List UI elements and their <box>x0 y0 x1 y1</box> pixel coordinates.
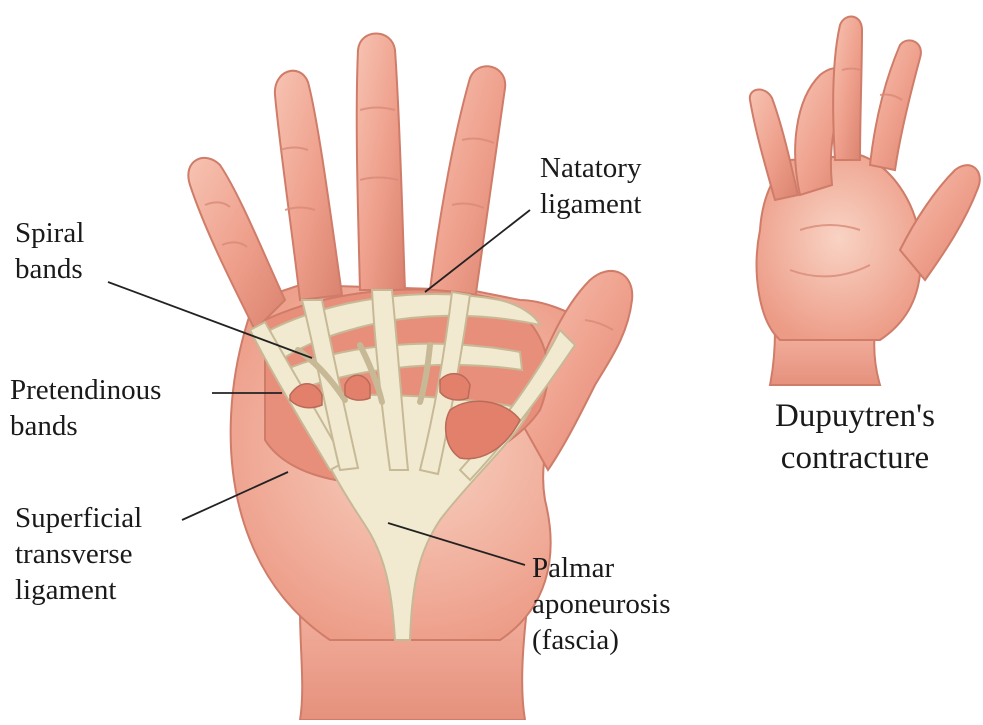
label-superficial-transverse-ligament: Superficial transverse ligament <box>15 500 142 608</box>
caption-line2: contracture <box>740 437 970 479</box>
label-palmar-line2: aponeurosis <box>532 586 671 622</box>
label-natatory-line2: ligament <box>540 186 641 222</box>
label-natatory-line1: Natatory <box>540 150 641 186</box>
dupuytren-hand <box>750 16 980 385</box>
label-superficial-line1: Superficial <box>15 500 142 536</box>
label-spiral-line1: Spiral <box>15 215 84 251</box>
label-superficial-line2: transverse <box>15 536 142 572</box>
dupuytren-index-finger <box>870 40 921 170</box>
label-spiral-line2: bands <box>15 251 84 287</box>
label-pretendinous-line1: Pretendinous <box>10 372 161 408</box>
label-palmar-line1: Palmar <box>532 550 671 586</box>
middle-finger <box>357 34 405 291</box>
label-superficial-line3: ligament <box>15 572 142 608</box>
label-pretendinous-bands: Pretendinous bands <box>10 372 161 444</box>
dupuytren-little-finger <box>750 90 798 200</box>
label-palmar-line3: (fascia) <box>532 622 671 658</box>
label-palmar-aponeurosis: Palmar aponeurosis (fascia) <box>532 550 671 658</box>
label-spiral-bands: Spiral bands <box>15 215 84 287</box>
label-natatory-ligament: Natatory ligament <box>540 150 641 222</box>
ring-finger <box>275 71 342 300</box>
little-finger <box>188 158 285 330</box>
dupuytren-middle-finger <box>833 16 862 160</box>
label-pretendinous-line2: bands <box>10 408 161 444</box>
index-finger <box>430 66 505 300</box>
caption-line1: Dupuytren's <box>740 395 970 437</box>
caption-dupuytrens-contracture: Dupuytren's contracture <box>740 395 970 479</box>
